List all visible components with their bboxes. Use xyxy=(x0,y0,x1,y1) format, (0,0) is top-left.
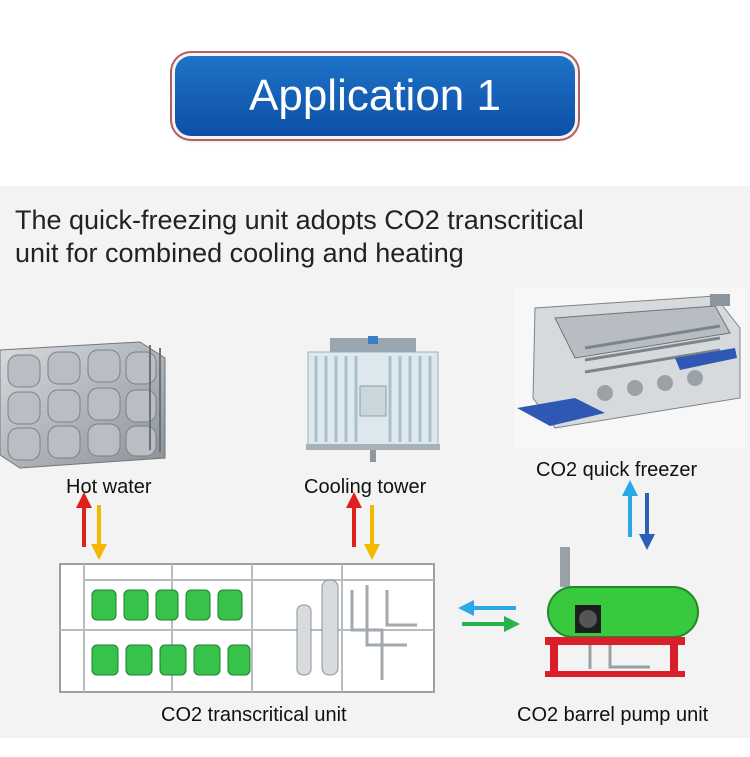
cooling-tower-label: Cooling tower xyxy=(304,476,427,498)
transcritical-unit-label: CO2 transcritical unit xyxy=(161,704,347,726)
barrel-pump-unit-image xyxy=(530,545,700,685)
hot-water-tank-image xyxy=(0,340,170,470)
description-line-2: unit for combined cooling and heating xyxy=(15,238,464,268)
title-badge: Application 1 xyxy=(175,56,575,136)
quick-freezer-label: CO2 quick freezer xyxy=(536,459,698,481)
footer-band xyxy=(0,738,750,757)
barrel-pump-unit-label: CO2 barrel pump unit xyxy=(517,704,709,726)
page-title: Application 1 xyxy=(249,71,501,120)
description-line-1: The quick-freezing unit adopts CO2 trans… xyxy=(15,205,584,235)
quick-freezer-image xyxy=(515,288,745,448)
description: The quick-freezing unit adopts CO2 trans… xyxy=(15,204,735,270)
transcritical-unit-image xyxy=(52,560,442,700)
cooling-tower-image xyxy=(300,336,446,466)
